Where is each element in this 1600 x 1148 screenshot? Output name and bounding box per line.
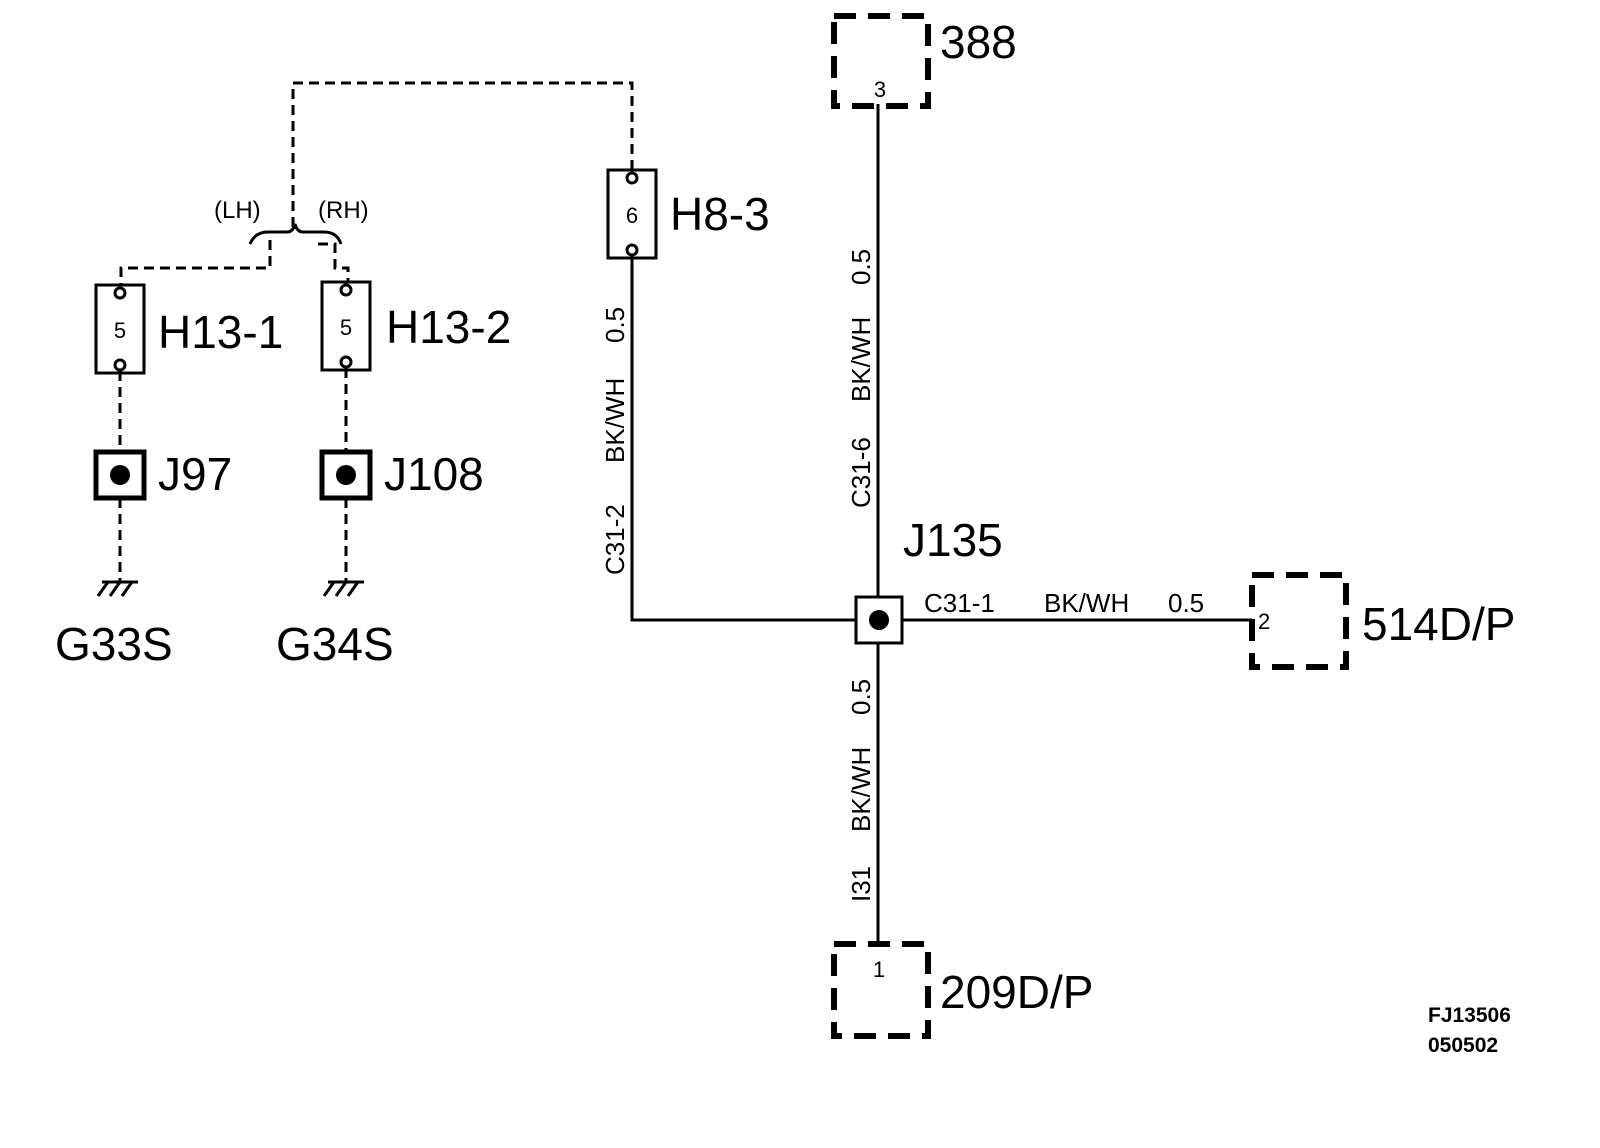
rh-label: (RH) (318, 197, 369, 224)
c514-label: 514D/P (1362, 598, 1515, 650)
connector-h13-2: 5 (320, 280, 372, 372)
reference-date: 050502 (1428, 1034, 1498, 1057)
lh-label: (LH) (214, 197, 261, 224)
h8-3-label: H8-3 (670, 188, 770, 240)
g33s-label: G33S (55, 618, 173, 670)
g34s-label: G34S (276, 618, 394, 670)
c388-pin: 3 (874, 77, 886, 102)
c31-1-color: BK/WH (1044, 588, 1129, 618)
c388-label: 388 (940, 16, 1017, 68)
i31-color: BK/WH (846, 747, 876, 832)
ground-g33s-icon (96, 580, 138, 597)
connector-h13-1: 5 (94, 283, 146, 375)
dashed-link-h8-to-brace (291, 81, 634, 230)
splice-j97 (93, 449, 147, 501)
h13-2-pin: 5 (340, 315, 352, 340)
j108-label: J108 (384, 448, 484, 500)
i31-size: 0.5 (846, 679, 876, 715)
ground-g34s-icon (322, 580, 364, 597)
component-209dp: 1 (831, 941, 931, 1039)
c31-6-circuit: C31-6 (846, 437, 876, 508)
c514-pin: 2 (1258, 609, 1270, 634)
splice-j135 (854, 595, 904, 645)
c31-2-size: 0.5 (600, 307, 630, 343)
dashed-link-rh (318, 242, 350, 285)
c209-label: 209D/P (940, 966, 1093, 1018)
c31-2-color: BK/WH (600, 378, 630, 463)
splice-j108 (319, 449, 373, 501)
c31-1-circuit: C31-1 (924, 588, 995, 618)
c31-2-circuit: C31-2 (600, 504, 630, 575)
j135-label: J135 (903, 514, 1003, 566)
dashed-link-lh (119, 240, 272, 285)
j97-label: J97 (158, 448, 232, 500)
h8-3-pin: 6 (626, 203, 638, 228)
connector-h8-3: 6 (606, 168, 658, 260)
lh-rh-brace (248, 223, 343, 245)
c31-6-color: BK/WH (846, 317, 876, 402)
component-388: 3 (831, 13, 931, 109)
c31-6-size: 0.5 (846, 249, 876, 285)
component-514dp: 2 (1249, 572, 1349, 670)
i31-circuit: I31 (846, 866, 876, 902)
wire-c31-2 (630, 256, 856, 622)
c209-pin: 1 (873, 957, 885, 982)
h13-1-label: H13-1 (158, 306, 283, 358)
c31-1-size: 0.5 (1168, 588, 1204, 618)
reference-code: FJ13506 (1428, 1004, 1511, 1027)
h13-1-pin: 5 (114, 318, 126, 343)
h13-2-label: H13-2 (386, 301, 511, 353)
